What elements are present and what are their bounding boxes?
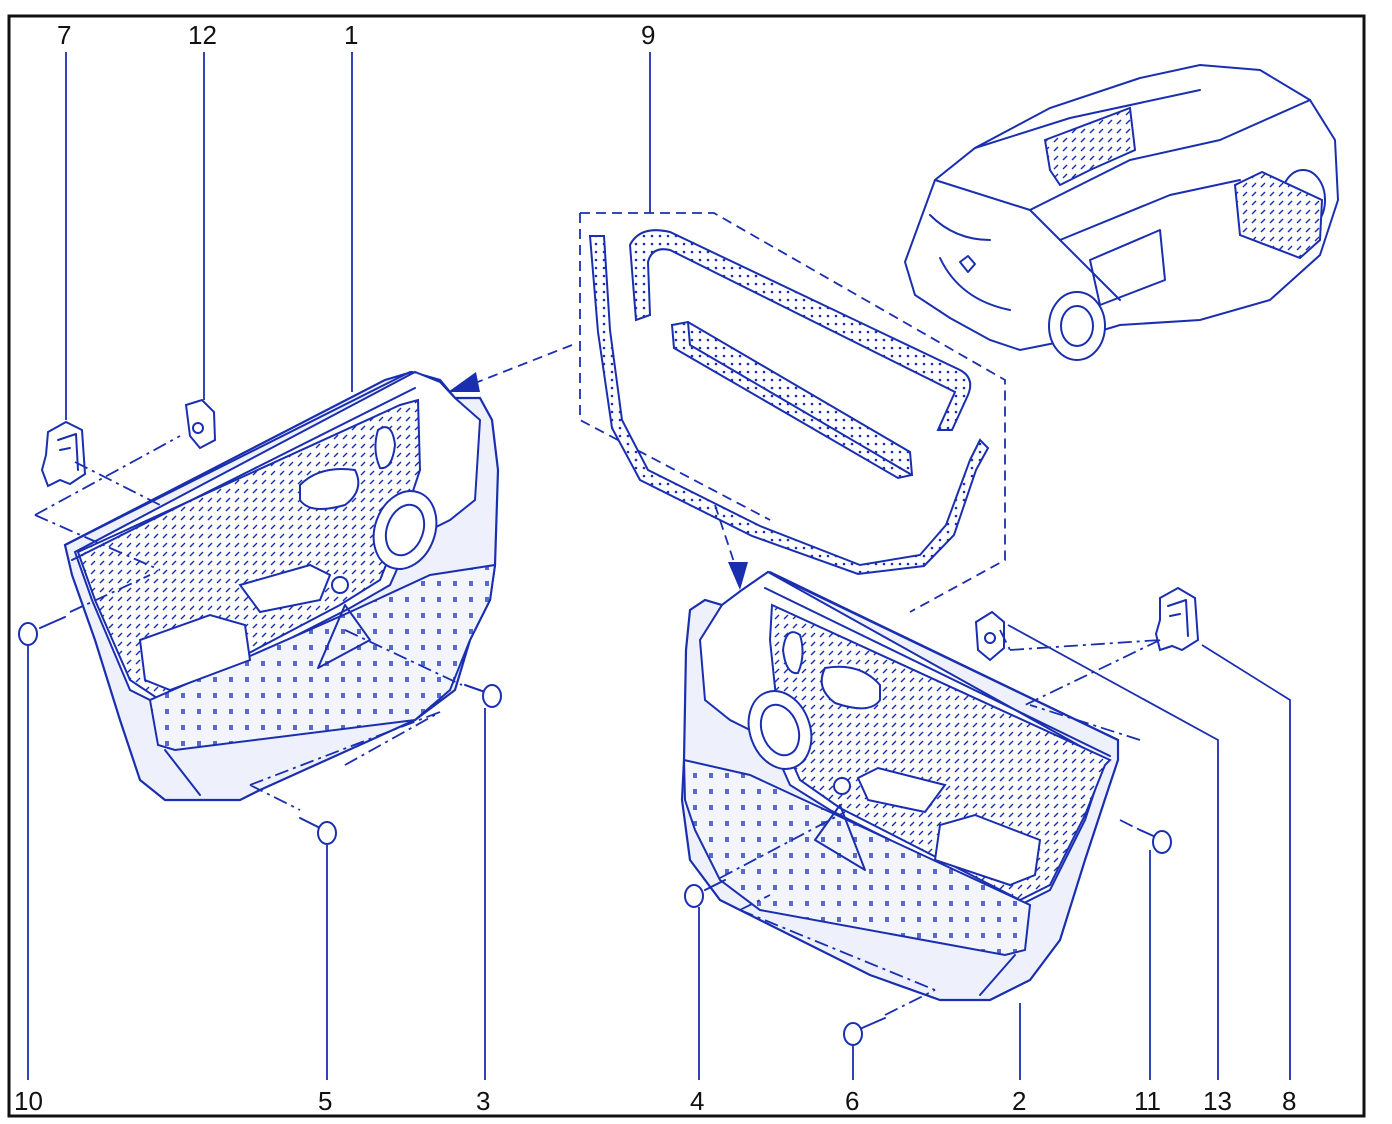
screw-guide-left — [69, 574, 463, 811]
callout-9: 9 — [641, 20, 655, 50]
clip-8 — [1154, 586, 1200, 652]
callout-7: 7 — [57, 20, 71, 50]
car-door-panel-front — [1043, 106, 1137, 187]
screw-6 — [843, 1017, 886, 1046]
callout-8: 8 — [1282, 1086, 1296, 1116]
screw-10 — [18, 616, 66, 646]
frame-border — [7, 14, 1366, 1118]
clip-7 — [40, 420, 87, 488]
callout-5: 5 — [318, 1086, 332, 1116]
clip-12 — [184, 398, 217, 450]
screw-3 — [464, 684, 502, 708]
callout-1: 1 — [344, 20, 358, 50]
arrowhead-right — [728, 562, 748, 590]
car-overview-icon — [903, 63, 1340, 361]
leader-13 — [1007, 624, 1219, 1080]
car-door-panel-rear — [1233, 170, 1324, 260]
clip-guide-left — [34, 435, 181, 571]
callout-3: 3 — [476, 1086, 490, 1116]
clip-guide-right — [999, 629, 1161, 741]
arrow-to-left-panel — [469, 344, 573, 386]
callout-11: 11 — [1134, 1086, 1161, 1116]
left-door-trim-panel — [63, 370, 500, 802]
arrowhead-left — [448, 372, 480, 392]
door-seal-strips — [579, 212, 1006, 613]
callout-2: 2 — [1012, 1086, 1026, 1116]
callout-6: 6 — [845, 1086, 859, 1116]
callout-4: 4 — [690, 1086, 704, 1116]
callout-10: 10 — [14, 1086, 43, 1116]
leader-8 — [1201, 644, 1291, 1080]
callout-13: 13 — [1203, 1086, 1232, 1116]
right-door-trim-panel — [680, 570, 1120, 1002]
screw-5 — [299, 817, 337, 845]
arrow-to-right-panel — [714, 504, 736, 566]
screw-11 — [1139, 829, 1172, 854]
callout-12: 12 — [188, 20, 217, 50]
screw-4 — [684, 879, 726, 908]
clip-13 — [974, 610, 1005, 662]
